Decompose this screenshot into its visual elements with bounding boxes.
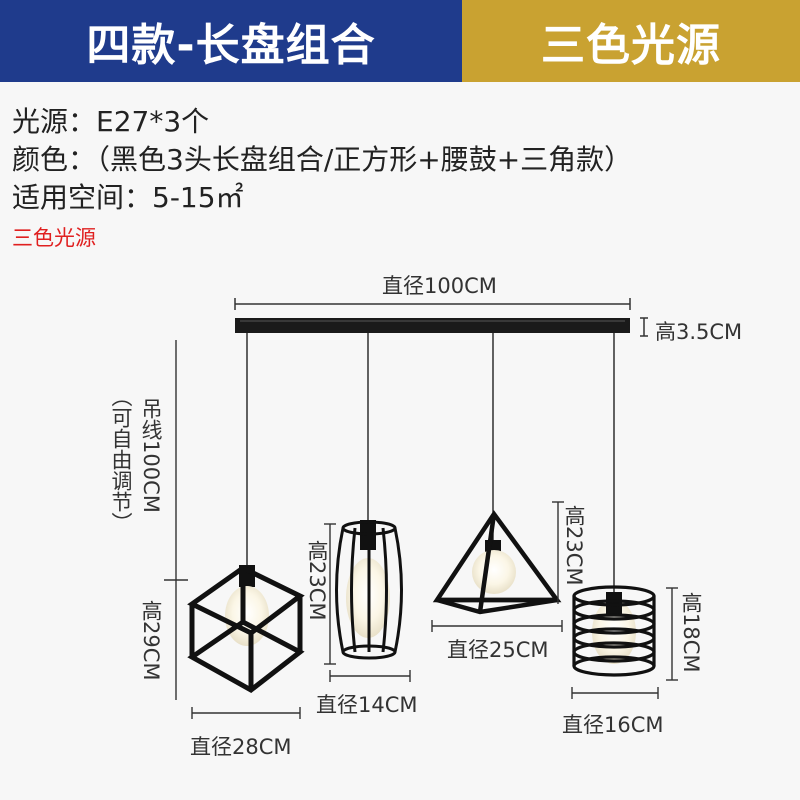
drum-height-line xyxy=(324,523,336,665)
ceiling-width-label: 直径100CM xyxy=(382,274,497,298)
triangle-height-line xyxy=(552,501,564,604)
spec-space: 适用空间：5-15㎡ xyxy=(12,181,244,214)
drum-height-label: 高23CM xyxy=(305,540,329,621)
cable-adjustable-note: （可自由调节） xyxy=(109,386,133,533)
ceiling-bar xyxy=(235,318,630,333)
triangle-lamp xyxy=(432,510,562,615)
tri-color-note: 三色光源 xyxy=(12,226,96,250)
ceiling-height-label: 高3.5CM xyxy=(655,320,743,344)
cords xyxy=(246,333,615,592)
triangle-width-label: 直径25CM xyxy=(447,638,549,662)
spiral-width-label: 直径16CM xyxy=(562,713,664,737)
right-banner: 三色光源 xyxy=(462,0,800,82)
spiral-lamp xyxy=(572,585,656,677)
banner-title: 四款-长盘组合 xyxy=(86,20,376,71)
triangle-width-line xyxy=(431,620,563,632)
cube-height-label: 高29CM xyxy=(139,600,163,681)
spec-light-source: 光源：E27*3个 xyxy=(12,105,210,138)
cube-width-line xyxy=(191,707,301,719)
drum-lamp xyxy=(335,520,403,660)
bar-height-marker xyxy=(640,317,648,337)
width-dimension-line xyxy=(234,298,631,310)
spiral-height-label: 高18CM xyxy=(679,592,703,673)
drum-width-label: 直径14CM xyxy=(316,693,418,717)
cube-width-label: 直径28CM xyxy=(190,735,292,759)
cube-lamp xyxy=(187,565,305,693)
triangle-height-label: 高23CM xyxy=(562,505,586,586)
cable-length-label: 吊线100CM xyxy=(139,398,163,513)
banner-subtitle: 三色光源 xyxy=(541,20,721,71)
spiral-width-line xyxy=(571,687,659,699)
spiral-height-line xyxy=(666,587,678,681)
drum-width-line xyxy=(329,670,411,682)
cable-dimension-line xyxy=(164,340,188,700)
left-banner: 四款-长盘组合 xyxy=(0,0,462,82)
spec-color: 颜色：（黑色3头长盘组合/正方形+腰鼓+三角款） xyxy=(12,143,633,176)
